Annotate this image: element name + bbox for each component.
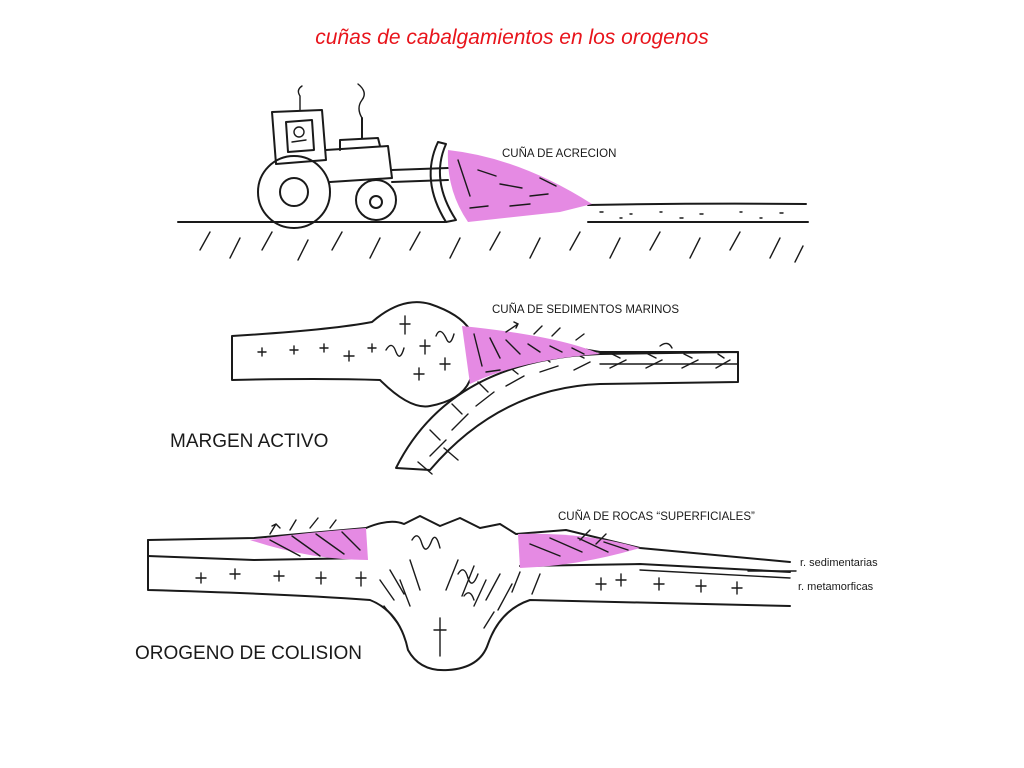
oceanic-crust-crosshatch xyxy=(417,353,731,475)
left-superficial-wedge xyxy=(250,528,368,560)
legend-metamorphic: r. metamorficas xyxy=(798,581,874,593)
marine-sediment-wedge-label: CUÑA DE SEDIMENTOS MARINOS xyxy=(492,303,679,316)
legend-sedimentary: r. sedimentarias xyxy=(800,557,878,569)
crystalline-crosses xyxy=(257,315,455,381)
active-margin-panel: CUÑA DE SEDIMENTOS MARINOS MARGEN ACTIVO xyxy=(170,301,739,475)
marine-sediment-wedge xyxy=(462,326,600,384)
blade xyxy=(429,141,457,223)
tractor-panel: CUÑA DE ACRECION xyxy=(177,83,809,263)
active-margin-title: MARGEN ACTIVO xyxy=(170,431,328,452)
accretion-wedge-label: CUÑA DE ACRECION xyxy=(502,147,616,160)
basement-crosses xyxy=(195,568,743,657)
collision-orogen-title: OROGENO DE COLISION xyxy=(135,643,362,664)
ground-hatching xyxy=(199,231,804,263)
foliation-lines xyxy=(379,535,541,629)
page-title: cuñas de cabalgamientos en los orogenos xyxy=(315,26,709,49)
accretion-wedge xyxy=(447,150,592,222)
tractor xyxy=(257,83,449,229)
superficial-rocks-wedge-label: CUÑA DE ROCAS “SUPERFICIALES” xyxy=(558,510,755,523)
collision-orogen-panel: CUÑA DE ROCAS “SUPERFICIALES” r. sedimen… xyxy=(135,510,878,672)
